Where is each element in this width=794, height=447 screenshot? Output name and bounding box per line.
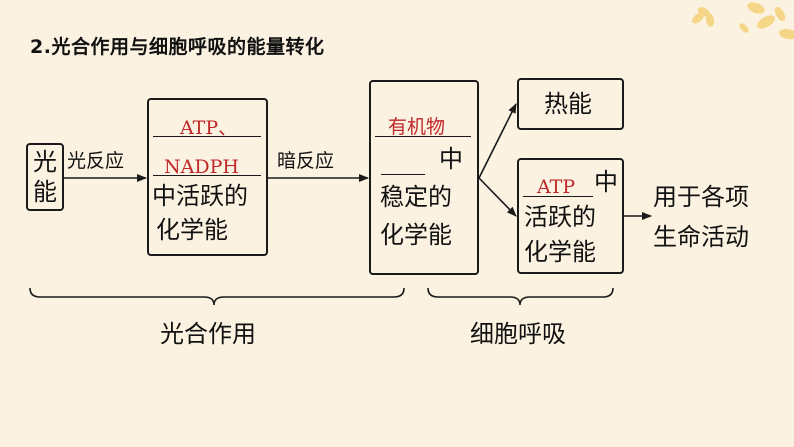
atp-active-blank xyxy=(523,196,593,197)
atp-active-answer: ATP xyxy=(537,176,576,198)
atp-answer: ATP、 xyxy=(180,117,238,139)
organic-answer: 有机物 xyxy=(388,116,446,138)
brace-photosynthesis xyxy=(29,287,405,306)
atp-active-box xyxy=(517,158,624,274)
atp-nadph-box xyxy=(147,98,268,256)
organic-second-blank xyxy=(381,174,425,175)
organic-line-2: 化学能 xyxy=(380,221,452,249)
photosynthesis-label: 光合作用 xyxy=(160,320,256,348)
atp-nadph-line-2: 化学能 xyxy=(156,216,228,244)
heat-box xyxy=(517,78,624,130)
atp-answer-blank xyxy=(153,136,261,137)
light-energy-char-2: 能 xyxy=(33,178,57,206)
atp-active-line-2: 化学能 xyxy=(524,238,596,266)
light-energy-box xyxy=(26,143,64,211)
atp-nadph-line-1: 中活跃的 xyxy=(152,182,248,210)
nadph-answer: NADPH xyxy=(164,156,239,178)
nadph-answer-blank xyxy=(153,175,261,176)
brace-respiration xyxy=(427,287,614,306)
atp-active-line-1: 活跃的 xyxy=(524,203,596,231)
organic-answer-blank xyxy=(375,136,471,137)
organic-matter-box xyxy=(369,80,479,275)
life-activity-line-2: 生命活动 xyxy=(653,223,749,251)
light-energy-char-1: 光 xyxy=(33,148,57,176)
atp-active-suffix: 中 xyxy=(594,168,618,196)
dark-reaction-label: 暗反应 xyxy=(277,150,335,172)
respiration-label: 细胞呼吸 xyxy=(470,320,566,348)
flower-decoration-icon xyxy=(692,2,794,40)
light-reaction-label: 光反应 xyxy=(67,150,125,172)
organic-suffix: 中 xyxy=(439,145,463,173)
page-title: 2.光合作用与细胞呼吸的能量转化 xyxy=(30,36,325,58)
heat-label: 热能 xyxy=(544,90,592,118)
life-activity-line-1: 用于各项 xyxy=(653,183,749,211)
organic-line-1: 稳定的 xyxy=(380,183,452,211)
arrow-organic-to-heat xyxy=(478,103,517,179)
arrow-organic-to-atp xyxy=(478,177,517,217)
